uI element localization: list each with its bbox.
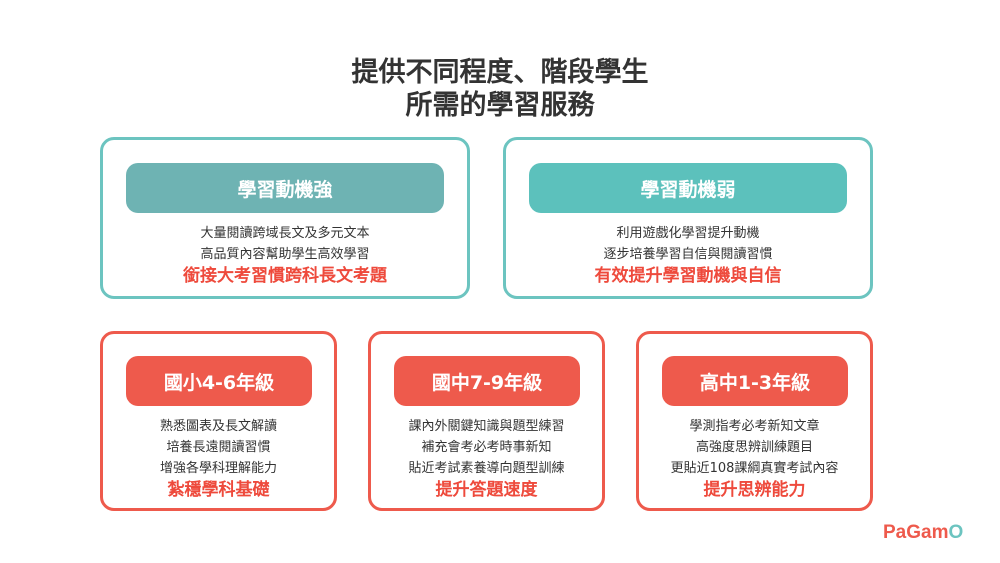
label-elementary: 國小4-6年級 [126, 356, 312, 406]
card-elementary: 國小4-6年級 熟悉圖表及長文解讀 培養長遠閱讀習慣 增強各學科理解能力 紮穩學… [100, 331, 337, 511]
card-junior-high: 國中7-9年級 課內外關鍵知識與題型練習 補充會考必考時事新知 貼近考試素養導向… [368, 331, 605, 511]
card-line: 培養長遠閱讀習慣 [166, 440, 271, 455]
card-highlight: 提升答題速度 [435, 480, 538, 500]
card-line: 補充會考必考時事新知 [421, 440, 552, 455]
title-line-1: 提供不同程度、階段學生 [351, 57, 649, 88]
pagamo-logo: PaGamO [883, 522, 963, 544]
card-line: 利用遊戲化學習提升動機 [616, 226, 760, 241]
label-motivation-weak: 學習動機弱 [529, 163, 847, 213]
card-line: 課內外關鍵知識與題型練習 [408, 419, 565, 434]
card-senior-high: 高中1-3年級 學測指考必考新知文章 高強度思辨訓練題目 更貼近108課綱真實考… [636, 331, 873, 511]
card-line: 貼近考試素養導向題型訓練 [408, 461, 565, 476]
card-line: 高強度思辨訓練題目 [695, 440, 813, 455]
logo-text: PaGam [883, 522, 949, 543]
label-junior-high: 國中7-9年級 [394, 356, 580, 406]
title-line-2: 所需的學習服務 [405, 90, 595, 121]
card-line: 逐步培養學習自信與閱讀習慣 [603, 247, 773, 262]
label-senior-high: 高中1-3年級 [662, 356, 848, 406]
card-highlight: 有效提升學習動機與自信 [594, 266, 782, 286]
logo-mark: O [948, 522, 964, 543]
card-motivation-strong: 學習動機強 大量閱讀跨域長文及多元文本 高品質內容幫助學生高效學習 銜接大考習慣… [100, 137, 470, 299]
card-line: 更貼近108課綱真實考試內容 [670, 461, 839, 476]
card-highlight: 提升思辨能力 [703, 480, 806, 500]
label-motivation-strong: 學習動機強 [126, 163, 444, 213]
card-highlight: 紮穩學科基礎 [167, 480, 270, 500]
card-motivation-weak: 學習動機弱 利用遊戲化學習提升動機 逐步培養學習自信與閱讀習慣 有效提升學習動機… [503, 137, 873, 299]
card-line: 增強各學科理解能力 [159, 461, 277, 476]
card-line: 熟悉圖表及長文解讀 [159, 419, 277, 434]
card-line: 大量閱讀跨域長文及多元文本 [200, 226, 370, 241]
card-line: 學測指考必考新知文章 [689, 419, 820, 434]
card-line: 高品質內容幫助學生高效學習 [200, 247, 370, 262]
card-highlight: 銜接大考習慣跨科長文考題 [183, 266, 387, 286]
